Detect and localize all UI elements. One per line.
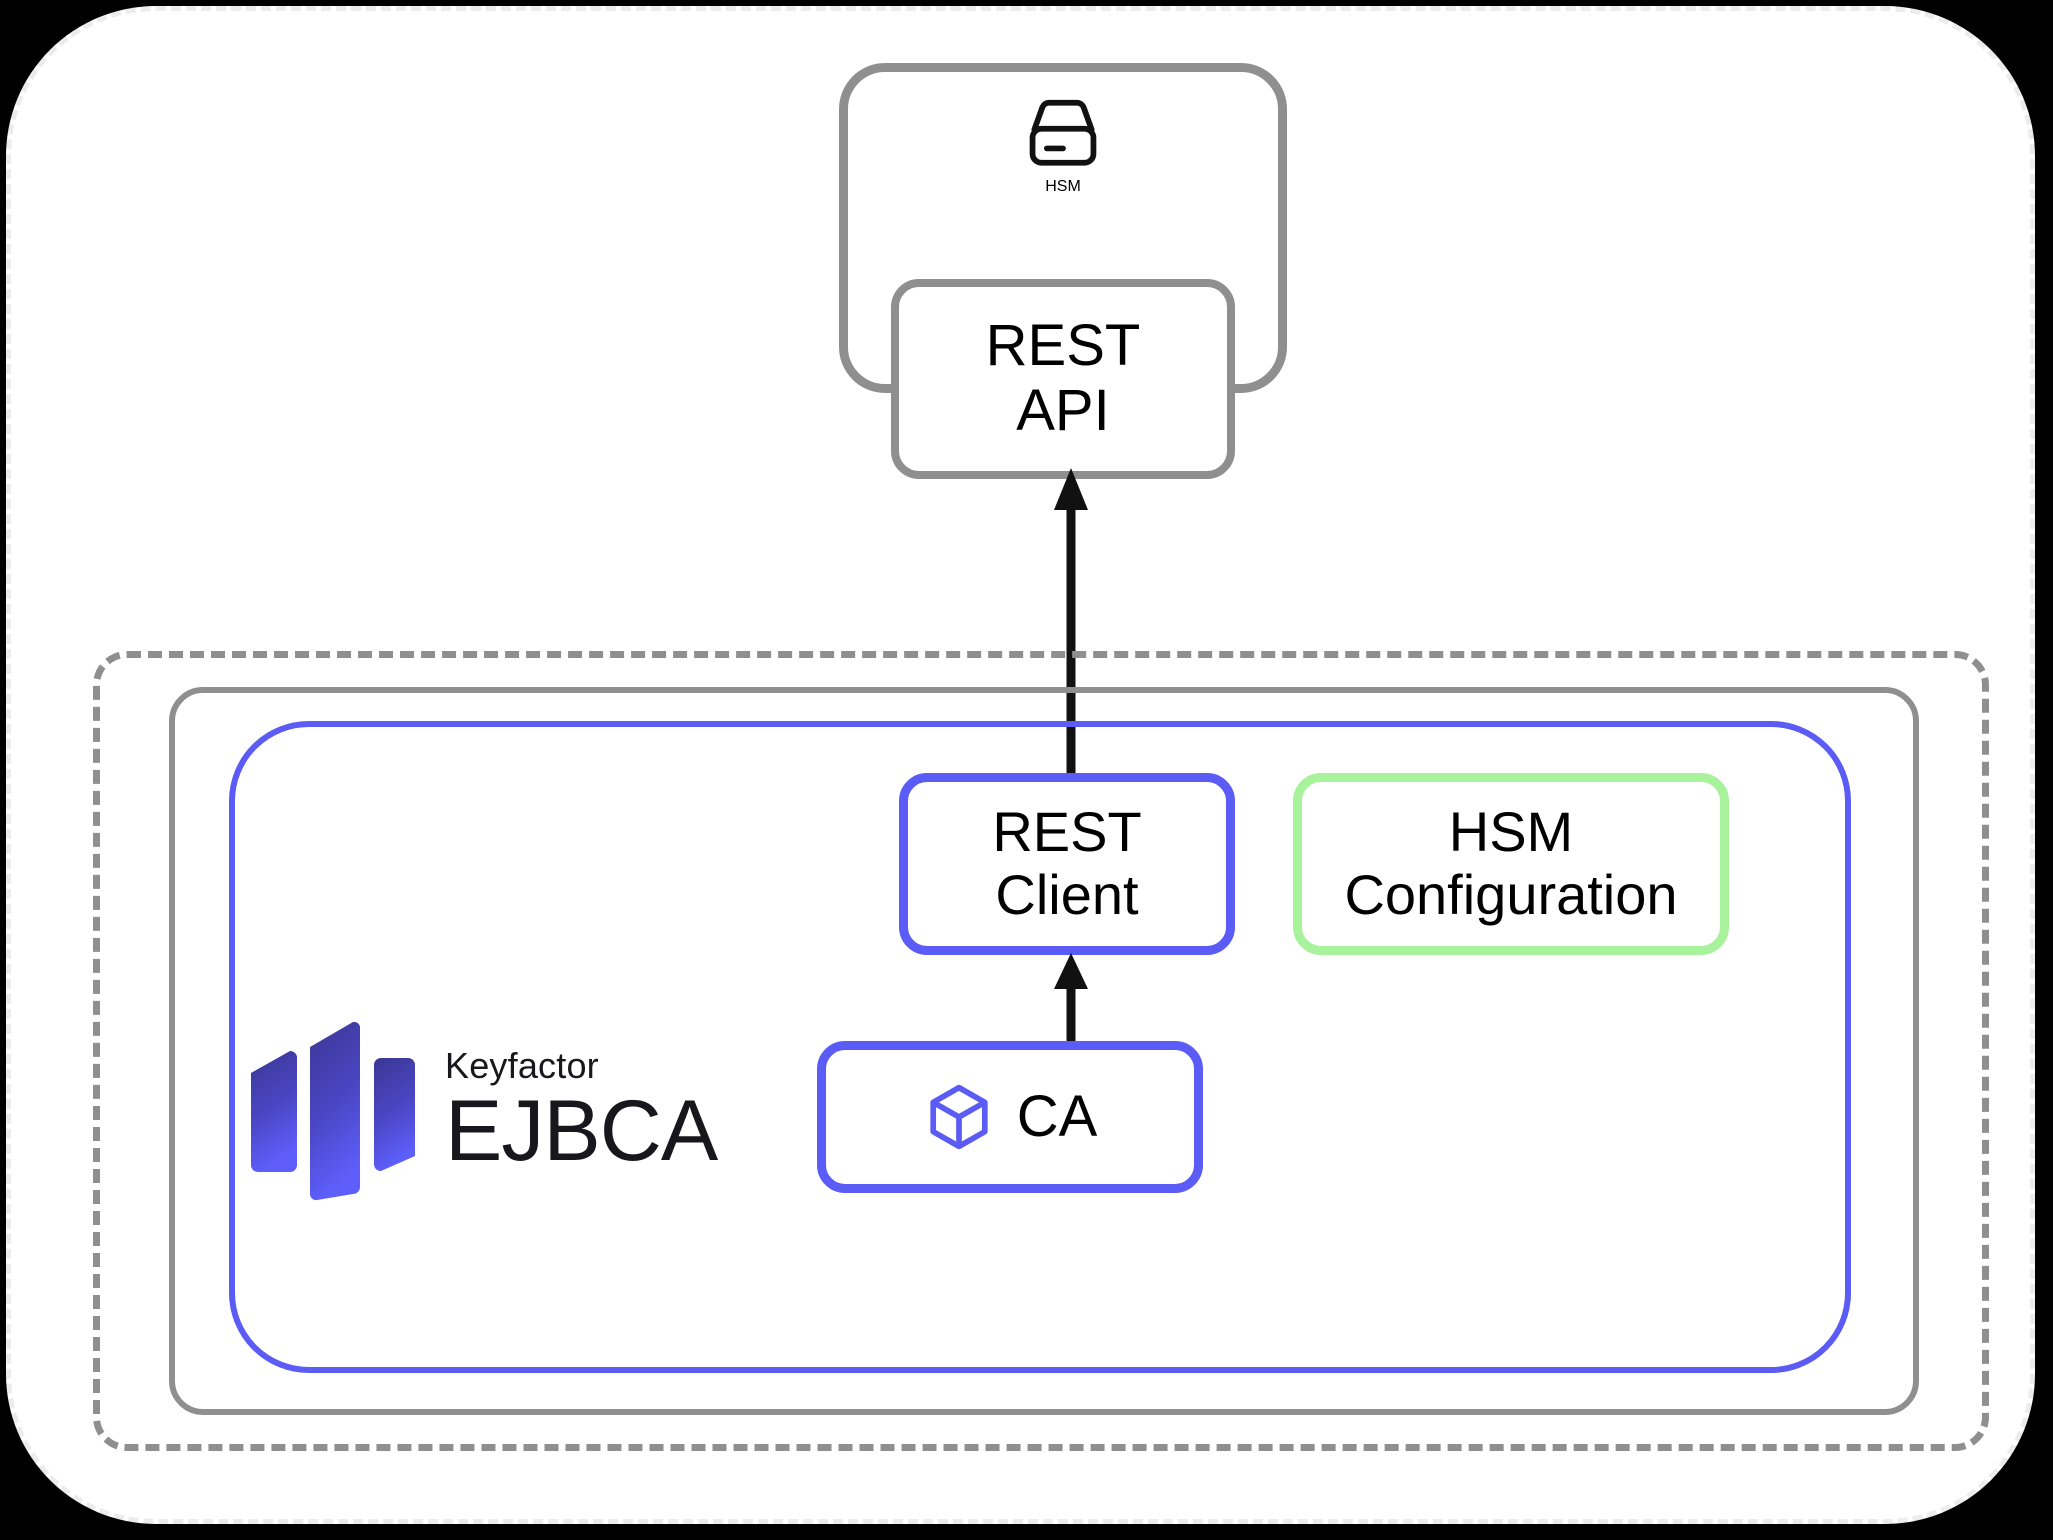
host-boundary: [169, 687, 1919, 1415]
hsm-server-icon: [1029, 99, 1097, 166]
ejbca-application-boundary: [229, 721, 1851, 1373]
keyfactor-bars-mark: [251, 1021, 415, 1201]
rest-api-node[interactable]: REST API: [891, 279, 1235, 479]
page-sheet: HSM REST API REST Client HSM Configurati…: [6, 6, 2035, 1524]
ca-label: CA: [1016, 1083, 1098, 1149]
hsm-configuration-node[interactable]: HSM Configuration: [1293, 773, 1729, 955]
keyfactor-brand-text: Keyfactor: [445, 1045, 599, 1086]
hsm-configuration-label-line1: HSM: [1448, 800, 1574, 864]
rest-api-label-line1: REST: [985, 313, 1141, 379]
rest-client-label-line1: REST: [992, 800, 1142, 864]
hsm-configuration-label-line2: Configuration: [1344, 863, 1678, 926]
rest-api-label-line2: API: [1016, 378, 1110, 443]
deployment-boundary: [93, 651, 1989, 1451]
cube-icon: [930, 1084, 988, 1150]
hsm-label: HSM: [1045, 178, 1081, 195]
ejbca-wordmark: Keyfactor EJBCA: [445, 1045, 718, 1179]
rest-client-label-line2: Client: [995, 863, 1139, 926]
keyfactor-ejbca-logo: Keyfactor EJBCA: [247, 1011, 718, 1211]
rest-client-node[interactable]: REST Client: [899, 773, 1235, 955]
ca-node[interactable]: CA: [817, 1041, 1203, 1193]
ejbca-product-text: EJBCA: [445, 1083, 718, 1179]
